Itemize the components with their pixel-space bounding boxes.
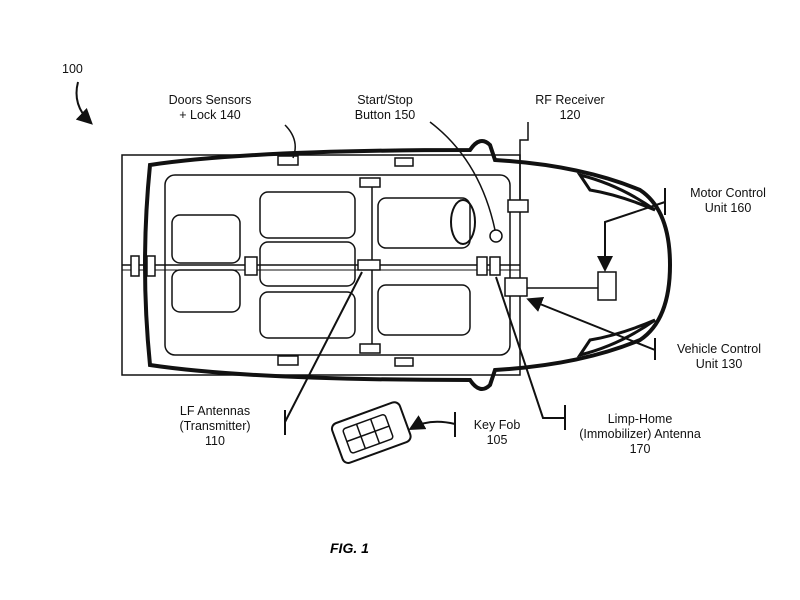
label-line: Key Fob [473,418,521,432]
label-line: (Immobilizer) Antenna [579,427,701,441]
label-line: 170 [629,442,651,456]
label-line: Unit 160 [704,201,752,215]
motor-control-unit [597,271,617,301]
label-line: Unit 130 [695,357,743,371]
label-line: Limp-Home [607,412,673,426]
label-line: Doors Sensors [168,93,252,107]
key-fob [330,401,412,464]
vehicle-control-unit [504,277,528,297]
doors-sensors-label: Doors Sensors+ Lock 140 [160,93,260,123]
label-line: 110 [205,434,225,448]
label-line: Motor Control [690,186,766,200]
label-line: 105 [486,433,508,447]
label-line: Vehicle Control [676,342,762,356]
label-line: RF Receiver [535,93,605,107]
label-line: 120 [559,108,581,122]
start-stop-button [489,229,503,243]
rf-receiver [507,199,529,213]
label-line: LF Antennas [179,404,251,418]
label-line: + Lock 140 [179,108,241,122]
seats [171,191,471,339]
label-line: (Transmitter) [179,419,251,433]
ref-arrow [75,81,93,125]
figure-caption: FIG. 1 [330,540,369,556]
label-line: Start/Stop [357,93,413,107]
door-sensors [130,155,414,367]
steering-wheel [450,199,476,245]
figure-reference: 100 [62,62,83,76]
lf-antennas [244,256,501,276]
lf-antennas-label: LF Antennas(Transmitter)110 [165,404,265,449]
vehicle-body [143,139,673,391]
label-line: Button 150 [354,108,416,122]
